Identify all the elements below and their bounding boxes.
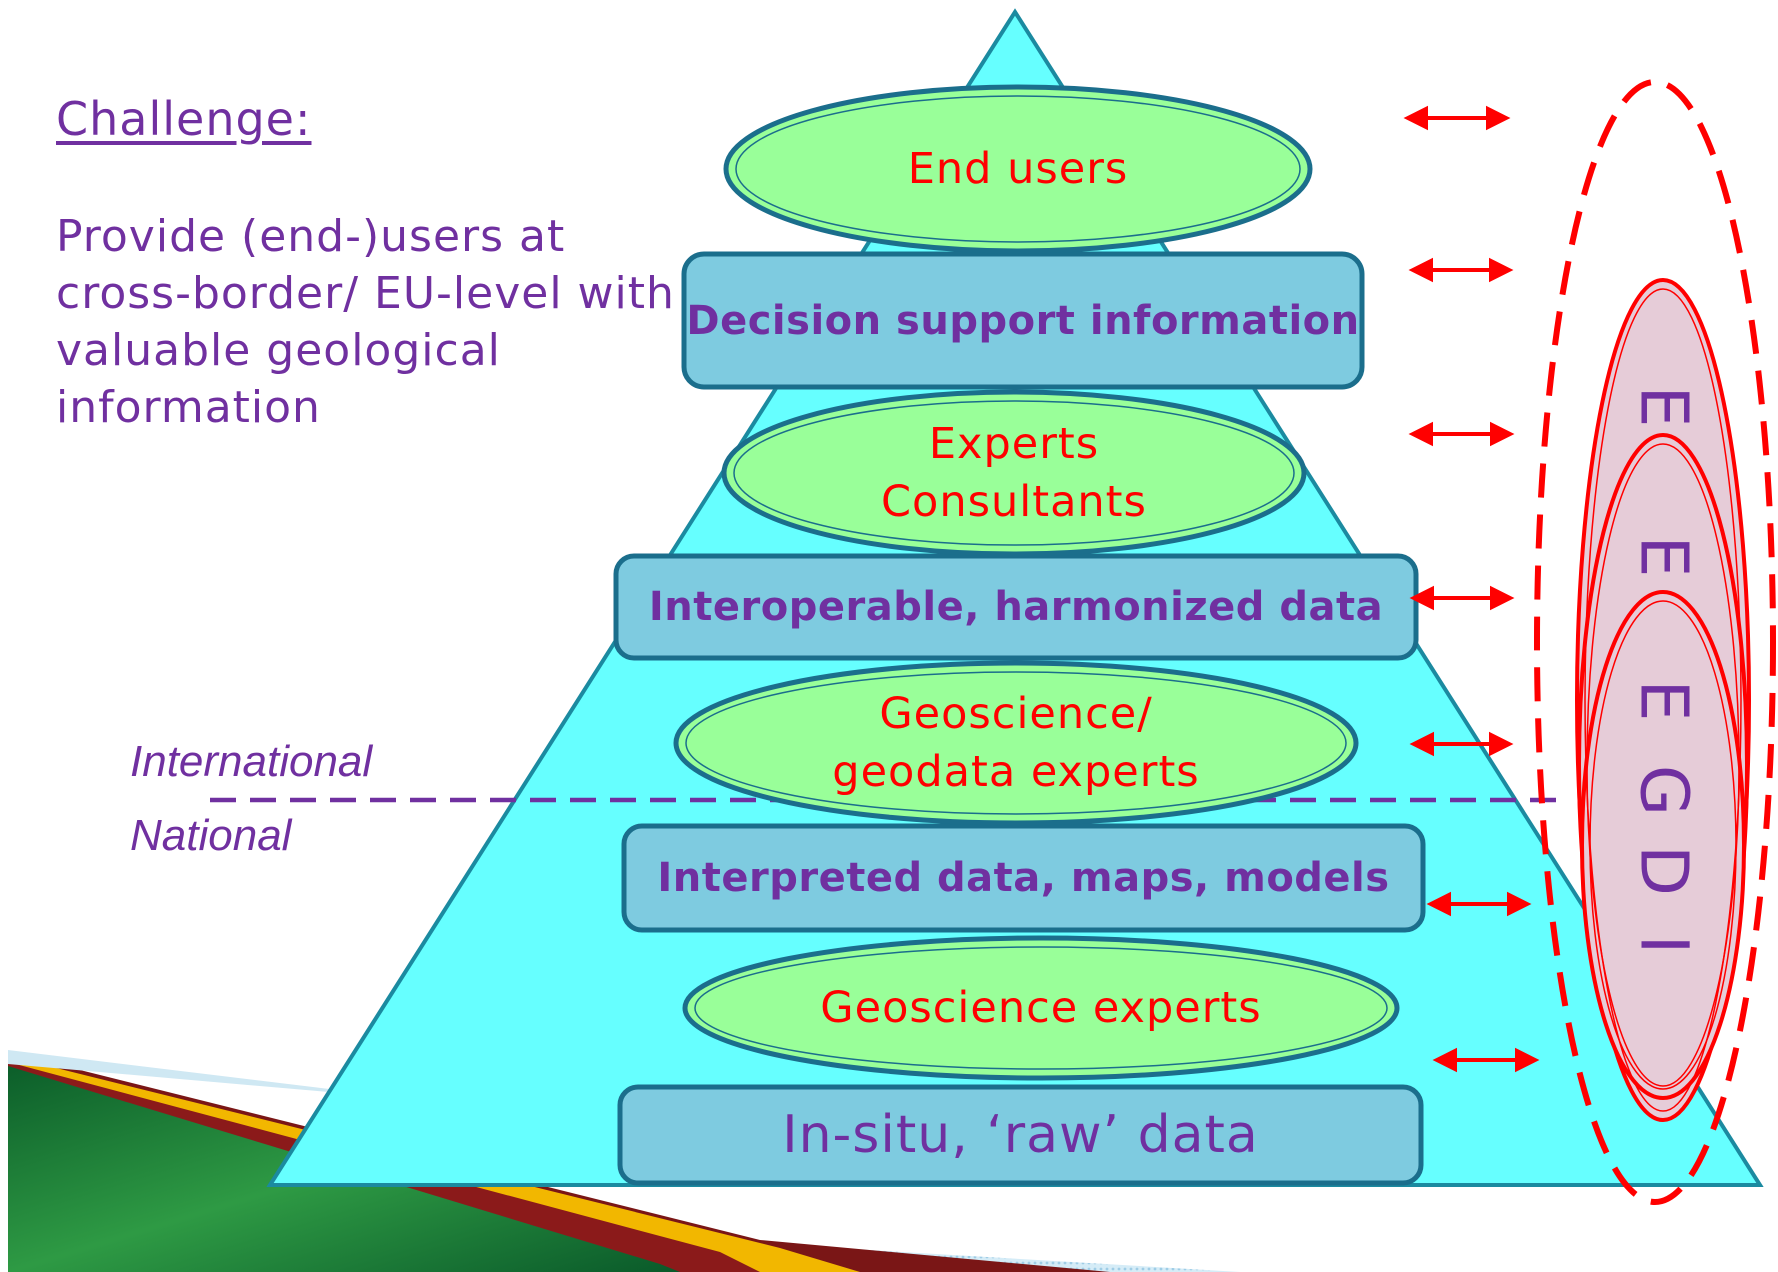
geoscience-experts-ellipse bbox=[682, 935, 1400, 1081]
arrow-geoscience-experts bbox=[1432, 1047, 1540, 1073]
egdi-outer-dashed bbox=[1534, 79, 1776, 1205]
end-users-ellipse bbox=[723, 84, 1313, 254]
geodata-experts-label: Geoscience/ geodata experts bbox=[676, 684, 1356, 802]
egdi-ellipse-3 bbox=[1580, 590, 1746, 1100]
end-users-label: End users bbox=[907, 144, 1129, 194]
egdi-letter-4: G bbox=[1625, 764, 1703, 817]
layer-boxes bbox=[613, 251, 1426, 1186]
egdi-letter-6: I bbox=[1625, 934, 1703, 955]
egdi-letter-2: E bbox=[1625, 535, 1703, 578]
arrow-end-users bbox=[1403, 105, 1511, 131]
arrow-interoperable bbox=[1409, 585, 1515, 611]
egdi-ellipses bbox=[1575, 278, 1751, 1122]
link-arrows bbox=[1403, 105, 1540, 1073]
interpreted-label: Interpreted data, maps, models bbox=[657, 855, 1390, 901]
egdi-letter-3: E bbox=[1625, 679, 1703, 722]
scope-national-label: National bbox=[130, 811, 292, 860]
geoscience-experts-label: Geoscience experts bbox=[820, 983, 1262, 1033]
decision-support-box bbox=[681, 251, 1365, 390]
experts-line-2: Consultants bbox=[881, 477, 1147, 527]
geodata-experts-line-2: geodata experts bbox=[832, 747, 1200, 797]
experts-label: Experts Consultants bbox=[724, 410, 1304, 536]
arrow-decision-support bbox=[1408, 257, 1514, 283]
arrow-geodata-experts bbox=[1409, 731, 1514, 757]
interpreted-box bbox=[621, 823, 1426, 933]
experts-line-1: Experts bbox=[928, 419, 1100, 469]
egdi-letter-1: E bbox=[1625, 385, 1703, 428]
arrow-interpreted bbox=[1426, 891, 1532, 917]
arrow-experts bbox=[1408, 421, 1515, 447]
experts-ellipse bbox=[721, 389, 1307, 557]
raw-data-box bbox=[617, 1084, 1424, 1186]
scope-international-label: International bbox=[130, 737, 373, 786]
layer-ellipses bbox=[673, 84, 1400, 1081]
raw-data-label: In-situ, ‘raw’ data bbox=[782, 1105, 1259, 1165]
geodata-experts-line-1: Geoscience/ bbox=[879, 689, 1153, 739]
egdi-letter-5: D bbox=[1625, 845, 1703, 896]
challenge-title: Challenge: bbox=[56, 92, 312, 146]
challenge-text: Provide (end-)users at cross-border/ EU-… bbox=[56, 211, 675, 433]
geodata-experts-ellipse bbox=[673, 660, 1359, 826]
decision-support-label: Decision support information bbox=[686, 297, 1360, 344]
interoperable-label: Interoperable, harmonized data bbox=[648, 584, 1384, 630]
